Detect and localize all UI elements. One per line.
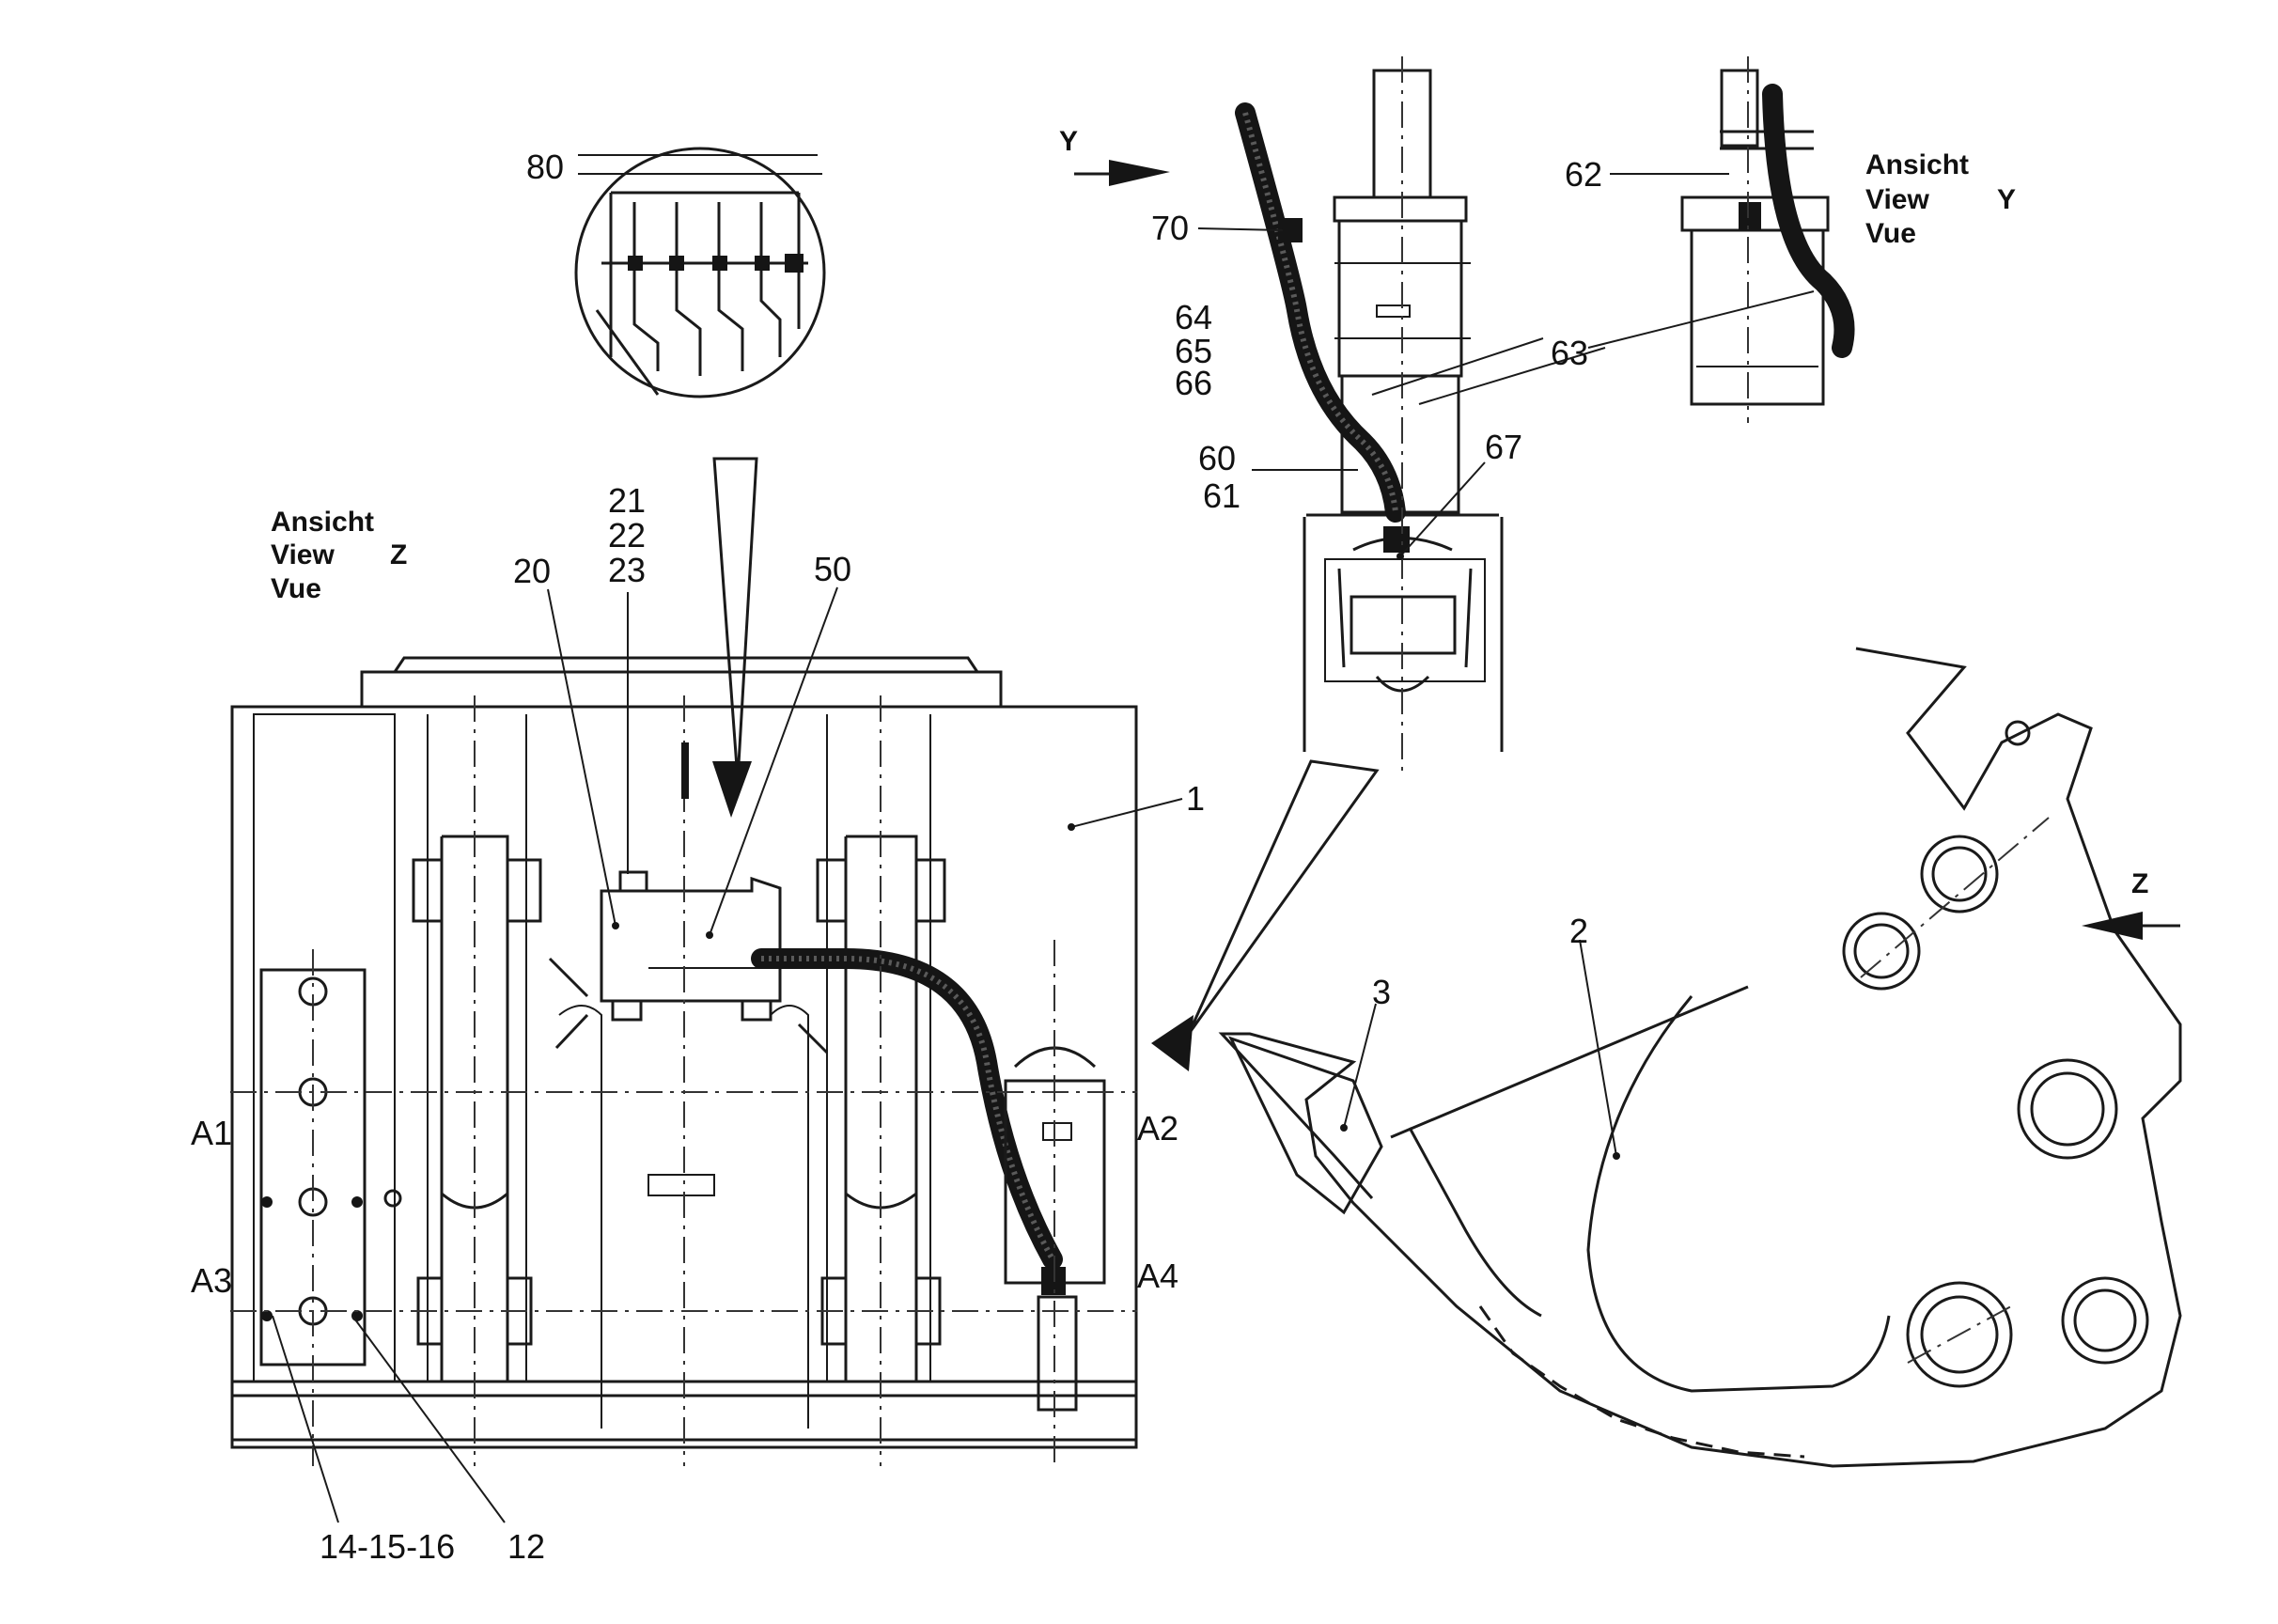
view-z-line3: Vue: [271, 573, 321, 604]
callout-50: 50: [814, 550, 851, 588]
callout-67: 67: [1485, 428, 1522, 466]
side-label-a1: A1: [191, 1114, 232, 1152]
view-arrow-z: [2082, 912, 2180, 940]
view-arrow-y: [1074, 160, 1170, 186]
arrow-z-label: Z: [2131, 868, 2148, 899]
section-detail: [1235, 56, 1504, 771]
callout-21: 21: [608, 481, 646, 520]
arrow-y-label: Y: [1059, 126, 1078, 157]
view-y-line3: Vue: [1865, 218, 1916, 249]
callout-61: 61: [1203, 476, 1240, 515]
callout-60: 60: [1198, 439, 1236, 477]
view-z-letter: Z: [390, 539, 407, 570]
callout-2: 2: [1569, 912, 1588, 950]
leader-lines: [272, 173, 1815, 1523]
view-y-line1: Ansicht: [1865, 149, 1969, 180]
view-z-line2: View: [271, 539, 335, 570]
view-y-detail: [1680, 56, 1855, 423]
callout-63: 63: [1551, 334, 1588, 372]
callout-1: 1: [1186, 779, 1205, 818]
callout-3: 3: [1372, 973, 1391, 1011]
callout-65: 65: [1175, 332, 1212, 370]
callout-62: 62: [1565, 155, 1602, 194]
callout-14-15-16: 14-15-16: [320, 1527, 455, 1566]
callout-64: 64: [1175, 298, 1212, 336]
callout-70: 70: [1151, 209, 1189, 247]
callout-80: 80: [526, 148, 564, 186]
side-label-a4: A4: [1137, 1257, 1178, 1295]
view-y-line2: View: [1865, 184, 1929, 215]
callout-22: 22: [608, 516, 646, 554]
side-label-a3: A3: [191, 1261, 232, 1300]
callout-66: 66: [1175, 364, 1212, 402]
section-pointer-wedge: [1151, 759, 1380, 1071]
view-y-letter: Y: [1997, 184, 2016, 215]
callout-20: 20: [513, 552, 551, 590]
callout-12: 12: [507, 1527, 545, 1566]
front-view-z: [230, 656, 1138, 1466]
view-z-line1: Ansicht: [271, 507, 374, 538]
callout-23: 23: [608, 551, 646, 589]
detail-pointer-wedge: [712, 457, 758, 818]
bucket-assembly: [1218, 647, 2182, 1468]
detail-circle-80: [574, 147, 826, 398]
side-label-a2: A2: [1137, 1109, 1178, 1148]
